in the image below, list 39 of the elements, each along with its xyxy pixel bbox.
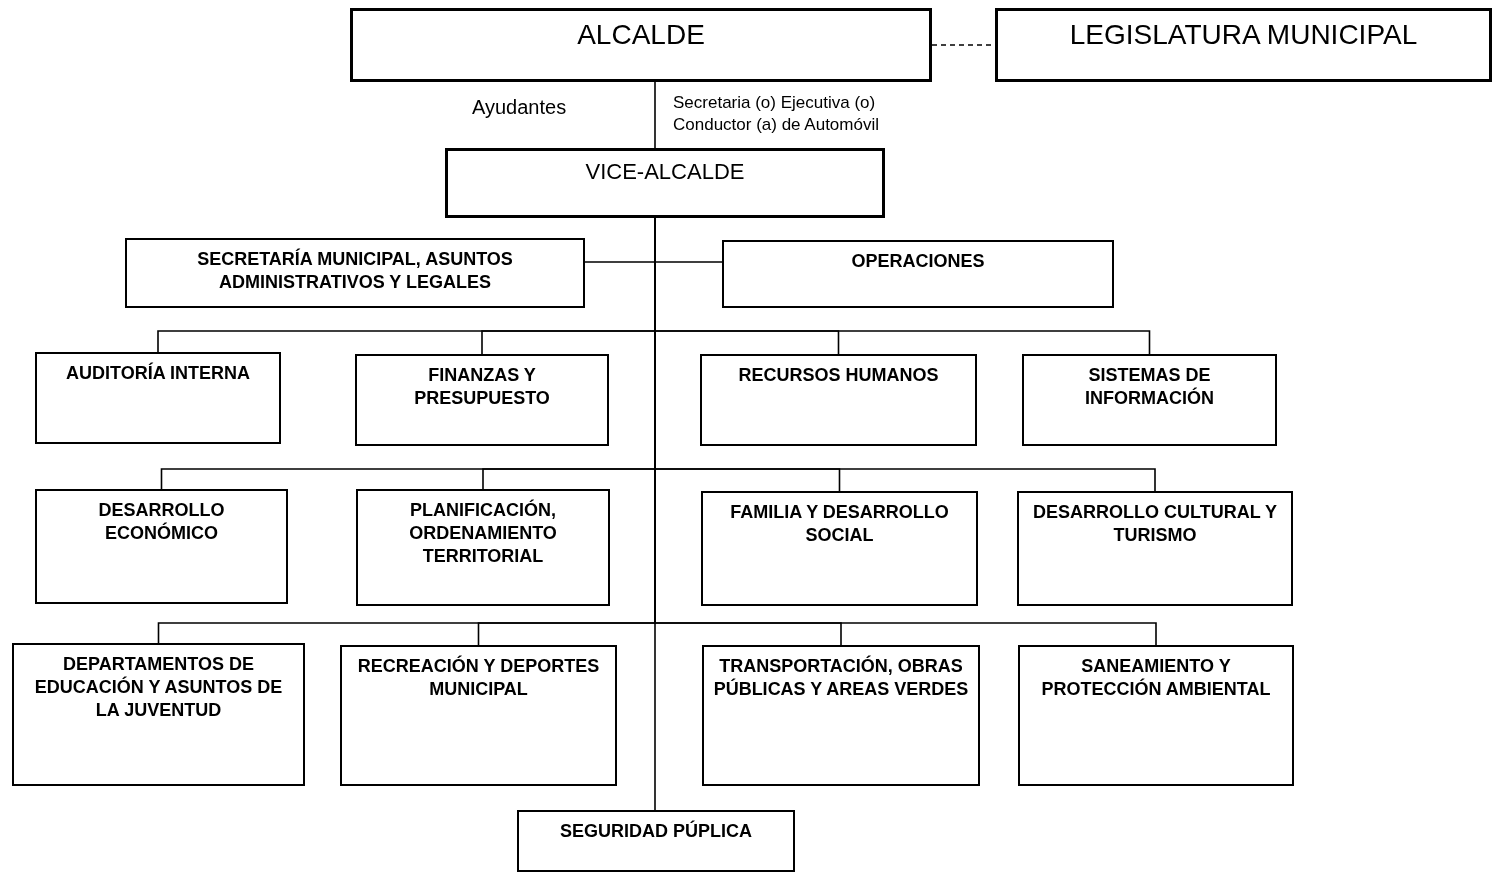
org-box (125, 238, 585, 308)
org-box (995, 8, 1492, 82)
staff-label: Secretaria (o) Ejecutiva (o) Conductor (a) de Automóvil (673, 92, 880, 136)
org-box (35, 489, 288, 604)
box-label: OPERACIONES (850, 250, 986, 273)
org-box (445, 148, 885, 218)
org-box (340, 645, 617, 786)
box-label: DESARROLLO CULTURAL Y TURISMO (1032, 501, 1278, 547)
box-label: LEGISLATURA MUNICIPAL (1069, 19, 1418, 52)
box-label: PLANIFICACIÓN, ORDENAMIENTO TERRITORIAL (408, 499, 558, 568)
box-label: SISTEMAS DE INFORMACIÓN (1084, 364, 1215, 410)
org-box (356, 489, 610, 606)
box-label: RECREACIÓN Y DEPORTES MUNICIPAL (356, 655, 601, 701)
org-box (355, 354, 609, 446)
org-box (12, 643, 305, 786)
org-box (1017, 491, 1293, 606)
box-label: ALCALDE (577, 19, 705, 52)
box-label: SECRETARÍA MUNICIPAL, ASUNTOS ADMINISTRATIVOS Y LEGALES (196, 248, 514, 294)
box-label: DESARROLLO ECONÓMICO (97, 499, 226, 545)
org-box (1022, 354, 1277, 446)
box-label: SANEAMIENTO Y PROTECCIÓN AMBIENTAL (1040, 655, 1272, 701)
org-box (517, 810, 795, 872)
box-label: FINANZAS Y PRESUPUESTO (413, 364, 551, 410)
org-box (350, 8, 932, 82)
box-label: AUDITORÍA INTERNA (65, 362, 251, 385)
connector-line (654, 81, 656, 149)
box-label: SEGURIDAD PÚPLICA (559, 820, 753, 843)
box-label: FAMILIA Y DESARROLLO SOCIAL (729, 501, 950, 547)
org-box (722, 240, 1114, 308)
box-label: VICE-ALCALDE (585, 159, 745, 185)
org-box (701, 491, 978, 606)
org-box (702, 645, 980, 786)
box-label: TRANSPORTACIÓN, OBRAS PÚBLICAS Y AREAS VERDES (712, 655, 970, 701)
org-box (35, 352, 281, 444)
staff-label: Ayudantes (472, 95, 567, 120)
box-label: DEPARTAMENTOS DE EDUCACIÓN Y ASUNTOS DE LA JUVENTUD (33, 653, 284, 722)
box-label: RECURSOS HUMANOS (737, 364, 940, 387)
org-box (1018, 645, 1294, 786)
org-box (700, 354, 977, 446)
